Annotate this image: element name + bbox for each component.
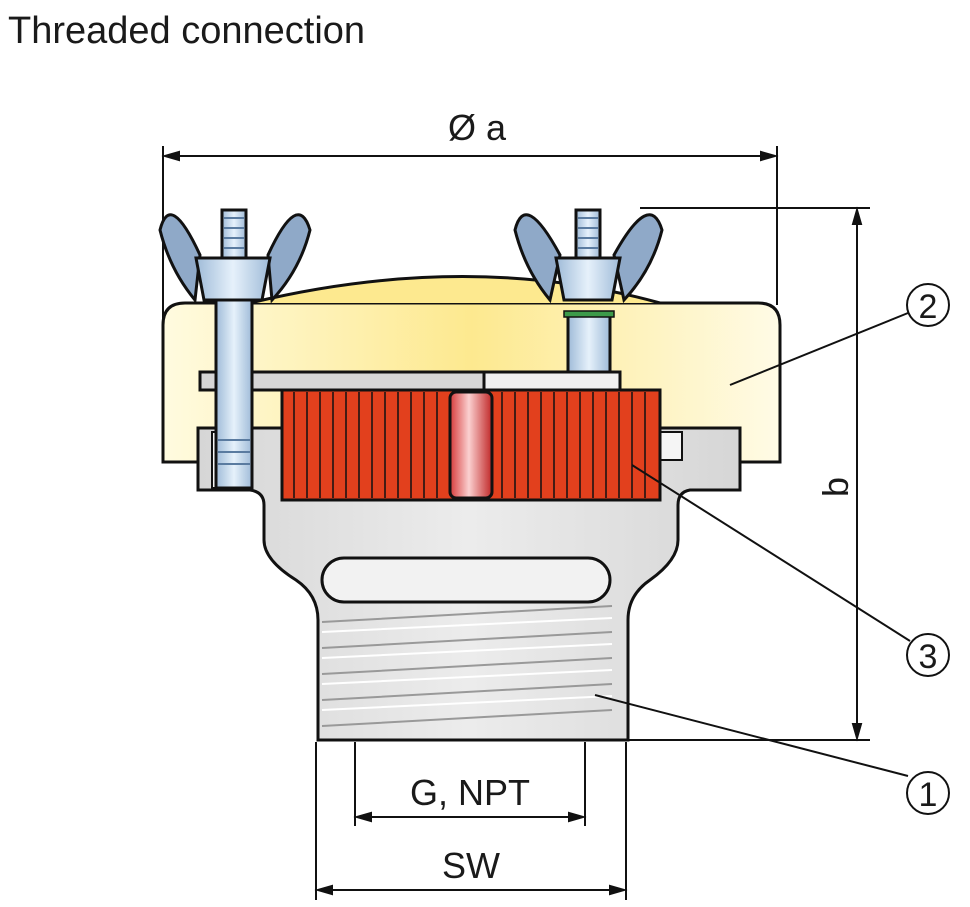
- support-plates: [198, 370, 622, 392]
- dimension-thread: [353, 742, 587, 826]
- height-label: b: [815, 477, 856, 497]
- callout-1: 1: [906, 771, 950, 815]
- thread-label: G, NPT: [410, 772, 530, 813]
- diameter-label: Ø a: [448, 107, 507, 148]
- bolt-left: [214, 296, 254, 490]
- svg-text:2: 2: [919, 288, 938, 326]
- callout-3: 3: [906, 633, 950, 677]
- svg-text:3: 3: [919, 638, 938, 676]
- wing-nut-right: [513, 208, 664, 304]
- flame-arrester-filter: [280, 388, 662, 502]
- spacer-right: [563, 310, 615, 374]
- dimension-diameter: [161, 146, 779, 320]
- diagram-title: Threaded connection: [8, 10, 366, 52]
- callout-leaders: [594, 312, 911, 777]
- callout-2: 2: [906, 283, 950, 327]
- svg-text:1: 1: [919, 776, 938, 814]
- wing-nut-left: [158, 208, 312, 304]
- dimension-wrench: [314, 742, 628, 900]
- wrench-label: SW: [442, 845, 500, 886]
- internal-thread: [321, 605, 613, 727]
- dimension-height: [628, 206, 870, 742]
